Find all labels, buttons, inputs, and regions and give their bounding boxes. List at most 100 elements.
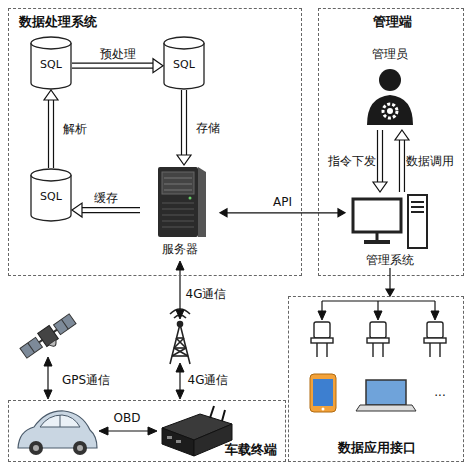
node-label: SQL [30, 190, 72, 204]
4g-link-arrow-part [176, 310, 184, 319]
node-label: SQL [30, 58, 72, 72]
arrow-connector-part [338, 209, 345, 217]
server-icon-part [162, 209, 194, 210]
satellite-icon-part [54, 314, 76, 335]
node-label: 管理员 [350, 47, 430, 61]
4g-link-arrow [176, 261, 184, 319]
vehicle-terminal-icon-part [210, 406, 214, 418]
edge-label: API [273, 195, 292, 209]
vehicle-terminal-icon-part [176, 440, 181, 443]
double-arrow [72, 59, 163, 73]
double-arrow-part [72, 203, 82, 217]
phone-icon-part [313, 379, 333, 406]
plug-icons [311, 322, 446, 357]
double-arrow-part [177, 155, 191, 165]
branch-connector-part [431, 311, 439, 320]
double-arrow-part [186, 90, 187, 156]
double-arrow-part [72, 68, 154, 69]
car-icon [18, 411, 97, 455]
cell-tower-icon-part [176, 338, 186, 348]
plug-icons-part [367, 338, 389, 343]
cell-tower-icon-part [174, 348, 188, 356]
computer-icon-part [411, 201, 424, 203]
arrow-connector-part [226, 212, 339, 213]
satellite-icon-part [61, 319, 68, 329]
gps-link-arrow-part [47, 364, 48, 392]
group-heading: 车载终端 [225, 443, 277, 457]
server-icon-part [164, 178, 192, 179]
vehicle-terminal-icon-part [222, 410, 225, 421]
cell-tower-icon-part [174, 338, 184, 348]
server-icon-part [189, 197, 192, 200]
computer-icon-part [376, 232, 379, 240]
edge-label: 缓存 [94, 191, 118, 205]
branch-connector [318, 301, 439, 320]
plug-icons-part [372, 343, 373, 357]
double-arrow-part [48, 99, 49, 168]
gps-link-arrow-part [44, 357, 52, 366]
double-arrow-part [377, 130, 378, 183]
plug-icons-part [424, 338, 446, 343]
double-arrow [72, 203, 140, 217]
arrow-connector [386, 268, 394, 296]
computer-icon-part [411, 206, 424, 208]
server-icon-part [198, 167, 206, 237]
server-icon [152, 165, 208, 239]
arrow-connector-part [386, 289, 394, 296]
admin-icon-part [379, 69, 401, 91]
double-arrow-part [72, 63, 154, 64]
double-arrow-part [382, 130, 383, 183]
server-node: 服务器 [140, 165, 220, 257]
server-icon-part [158, 167, 198, 237]
computer-icon-part [353, 199, 401, 232]
admin-icon-part [387, 108, 393, 114]
car-icon-part [33, 445, 39, 451]
branch-connector-part [374, 311, 382, 320]
phone-icon-part [310, 374, 336, 412]
link-label: OBD [114, 411, 141, 425]
server-icon-part [162, 227, 194, 228]
link-label: ... [434, 385, 445, 399]
laptop-icon [356, 380, 416, 411]
car-icon-part [60, 415, 61, 427]
double-arrow-part [395, 130, 409, 140]
4g-link-arrow-part [176, 261, 184, 270]
admin-icon [362, 65, 418, 127]
database-cylinder-part [164, 43, 204, 89]
admin-icon-part [367, 95, 413, 125]
server-icon-part [164, 184, 192, 185]
obd-link-arrow-part [148, 427, 157, 435]
edge-label: 数据调用 [406, 154, 454, 168]
arrow-connector-part [389, 268, 390, 290]
car-icon-part [73, 441, 87, 455]
group-box: 车载终端 [8, 400, 286, 462]
4g-link-arrow-part [176, 390, 184, 399]
vehicle-terminal-icon [162, 406, 232, 456]
phone-icon-part [322, 408, 325, 411]
group-box: 管理端管理员管理系统 [318, 8, 464, 276]
database-node: SQL [30, 168, 72, 222]
vehicle-terminal-icon-part [167, 436, 172, 439]
vehicle-terminal-icon-part [162, 428, 194, 456]
database-cylinder-part [31, 169, 71, 181]
database-node: SQL [163, 36, 205, 90]
double-arrow-part [81, 207, 140, 208]
edge-label: 存储 [196, 121, 220, 135]
group-heading: 管理端 [319, 15, 465, 29]
gps-link-arrow [44, 357, 52, 399]
node-label: SQL [163, 58, 205, 72]
cell-tower-icon [170, 309, 190, 364]
arrow-connector-part [220, 209, 227, 217]
server-icon-part [162, 203, 194, 204]
double-arrow-part [53, 99, 54, 168]
laptop-icon-part [356, 405, 416, 411]
database-cylinder-part [31, 37, 71, 49]
server-icon-part [162, 215, 194, 216]
plug-icons-part [439, 343, 440, 357]
group-box: 数据处理系统SQLSQLSQL服务器 [8, 8, 302, 276]
edge-label: 指令下发 [328, 154, 376, 168]
obd-link-arrow-part [106, 430, 150, 431]
branch-connector-part [318, 311, 326, 320]
